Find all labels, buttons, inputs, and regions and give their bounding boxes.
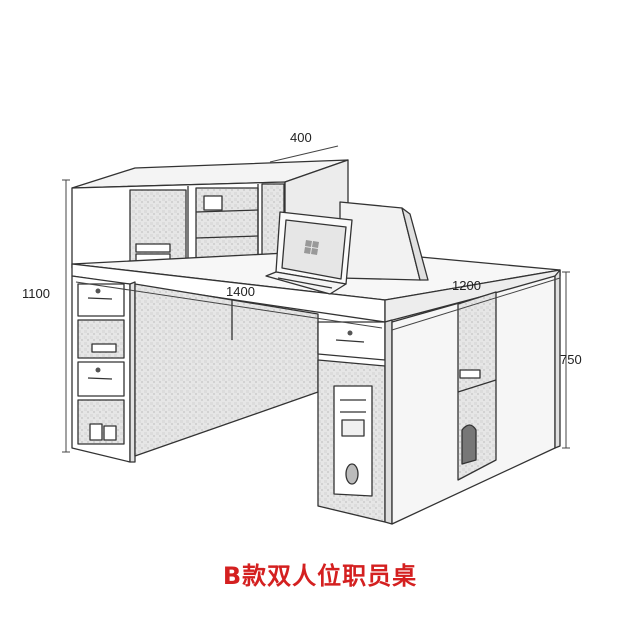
product-caption: B款双人位职员桌 xyxy=(222,562,418,590)
dim-desk-depth: 1200 xyxy=(452,278,481,293)
side-cabinet xyxy=(391,269,561,525)
privacy-screen xyxy=(339,201,429,281)
laptop xyxy=(265,211,353,295)
dim-desk-height: 750 xyxy=(560,352,582,367)
dimension-lines xyxy=(62,145,570,453)
back-panel xyxy=(134,283,319,457)
hutch-shelf xyxy=(71,159,349,269)
right-pedestal xyxy=(317,319,393,525)
dim-hutch-depth: 400 xyxy=(290,130,312,145)
left-pedestal xyxy=(71,275,136,463)
dim-overall-height: 1100 xyxy=(22,286,50,301)
desk-drawing xyxy=(71,159,561,525)
dim-desk-length: 1400 xyxy=(226,284,255,299)
dimension-labels: 400 1100 1400 1200 750 xyxy=(22,130,582,367)
